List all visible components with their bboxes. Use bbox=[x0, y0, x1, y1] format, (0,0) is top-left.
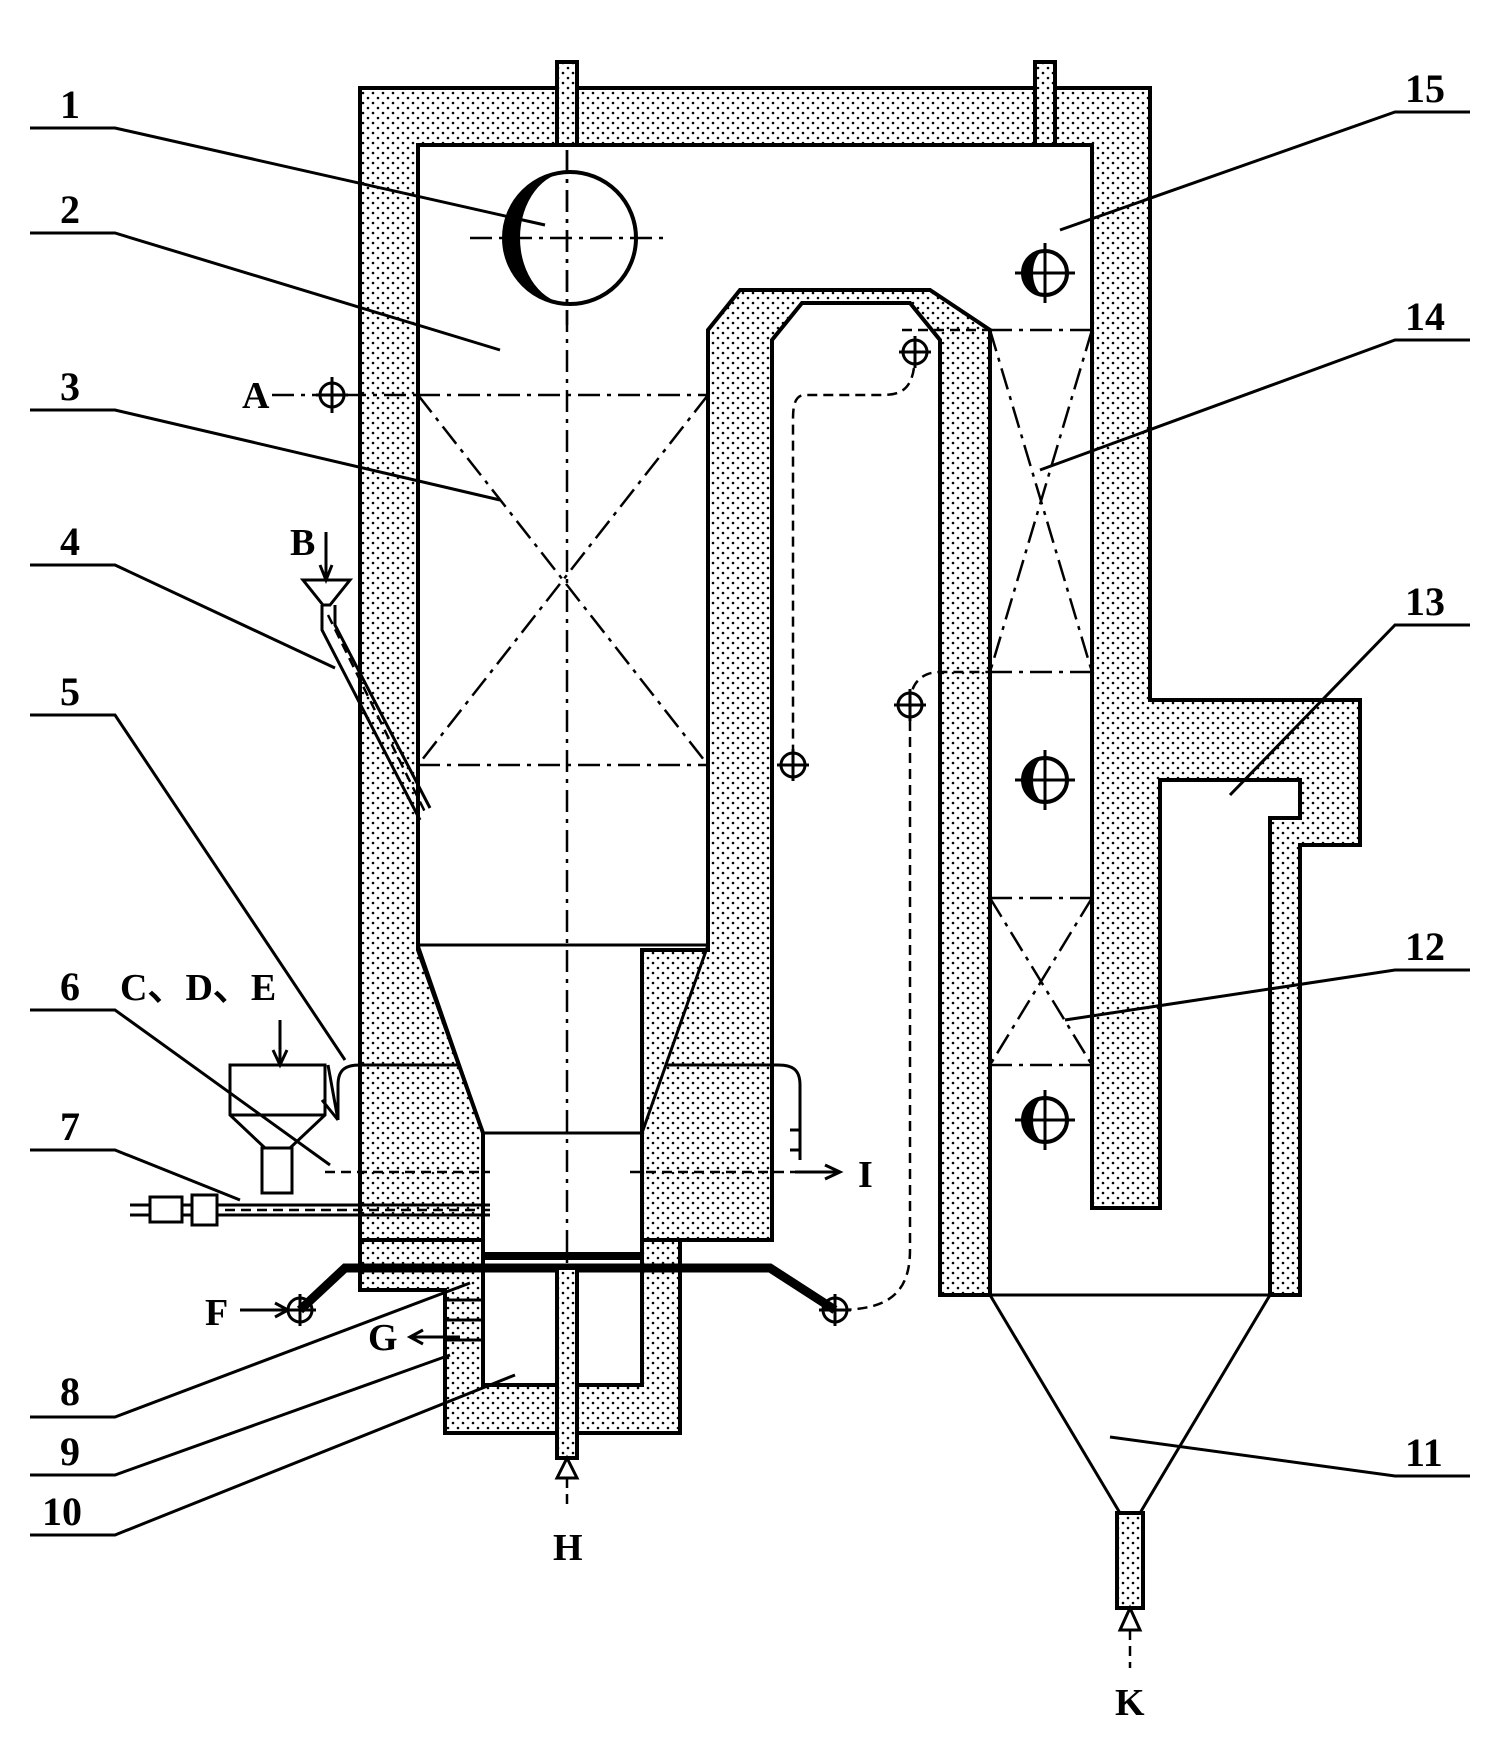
burner-mid bbox=[1015, 750, 1075, 810]
label-6: 6 bbox=[60, 964, 80, 1009]
label-7: 7 bbox=[60, 1104, 80, 1149]
right-tower-inner bbox=[990, 818, 1272, 1297]
arrow-5 bbox=[320, 1064, 340, 1121]
bottom-nozzle-h bbox=[555, 1266, 579, 1460]
label-4: 4 bbox=[60, 519, 80, 564]
upper-chamber-outline bbox=[416, 145, 710, 947]
burner-15 bbox=[1015, 243, 1075, 303]
packing-3 bbox=[417, 393, 709, 767]
label-8: 8 bbox=[60, 1369, 80, 1414]
stream-a: A bbox=[242, 375, 270, 417]
packing-14 bbox=[988, 328, 1094, 674]
label-12: 12 bbox=[1405, 924, 1445, 969]
arrow-f bbox=[240, 1301, 292, 1319]
stream-f: F bbox=[205, 1292, 228, 1334]
fitting-a bbox=[316, 377, 348, 413]
stream-i: I bbox=[858, 1154, 873, 1196]
reactor-right-wall bbox=[640, 288, 992, 1297]
stream-b: B bbox=[290, 522, 315, 564]
leader-lines bbox=[30, 110, 1470, 1537]
label-2: 2 bbox=[60, 187, 80, 232]
label-11: 11 bbox=[1405, 1430, 1443, 1475]
fittings bbox=[284, 336, 931, 1326]
label-5: 5 bbox=[60, 669, 80, 714]
fitting-top-right bbox=[899, 336, 931, 368]
valve-k bbox=[1117, 1604, 1143, 1632]
label-14: 14 bbox=[1405, 294, 1445, 339]
cone-outline bbox=[416, 944, 710, 1135]
fitting-mid-left bbox=[777, 749, 809, 781]
fitting-mid-right bbox=[894, 689, 926, 721]
stream-k: K bbox=[1115, 1682, 1145, 1724]
label-3: 3 bbox=[60, 364, 80, 409]
burner-1 bbox=[470, 150, 670, 325]
packing-12 bbox=[988, 896, 1094, 1067]
label-1: 1 bbox=[60, 82, 80, 127]
label-13: 13 bbox=[1405, 579, 1445, 624]
stream-cde: C、D、E bbox=[120, 967, 276, 1009]
lower-box bbox=[406, 1266, 580, 1508]
distributor-5 bbox=[336, 1063, 802, 1160]
burner-low bbox=[1015, 1090, 1075, 1150]
feed-chute-4 bbox=[299, 532, 432, 821]
label-10: 10 bbox=[42, 1489, 82, 1534]
top-nozzle-right bbox=[1033, 60, 1057, 147]
outlet-pipe-k bbox=[1115, 1511, 1145, 1610]
feed-lines-6 bbox=[325, 1163, 844, 1181]
top-nozzle-left bbox=[555, 60, 579, 147]
screw-feeder-7 bbox=[130, 1020, 490, 1227]
label-15: 15 bbox=[1405, 66, 1445, 111]
main-reactor-shell bbox=[358, 86, 1362, 1435]
collector-cone bbox=[988, 1294, 1272, 1668]
stream-h: H bbox=[553, 1527, 583, 1569]
label-9: 9 bbox=[60, 1429, 80, 1474]
stream-g: G bbox=[368, 1317, 398, 1359]
